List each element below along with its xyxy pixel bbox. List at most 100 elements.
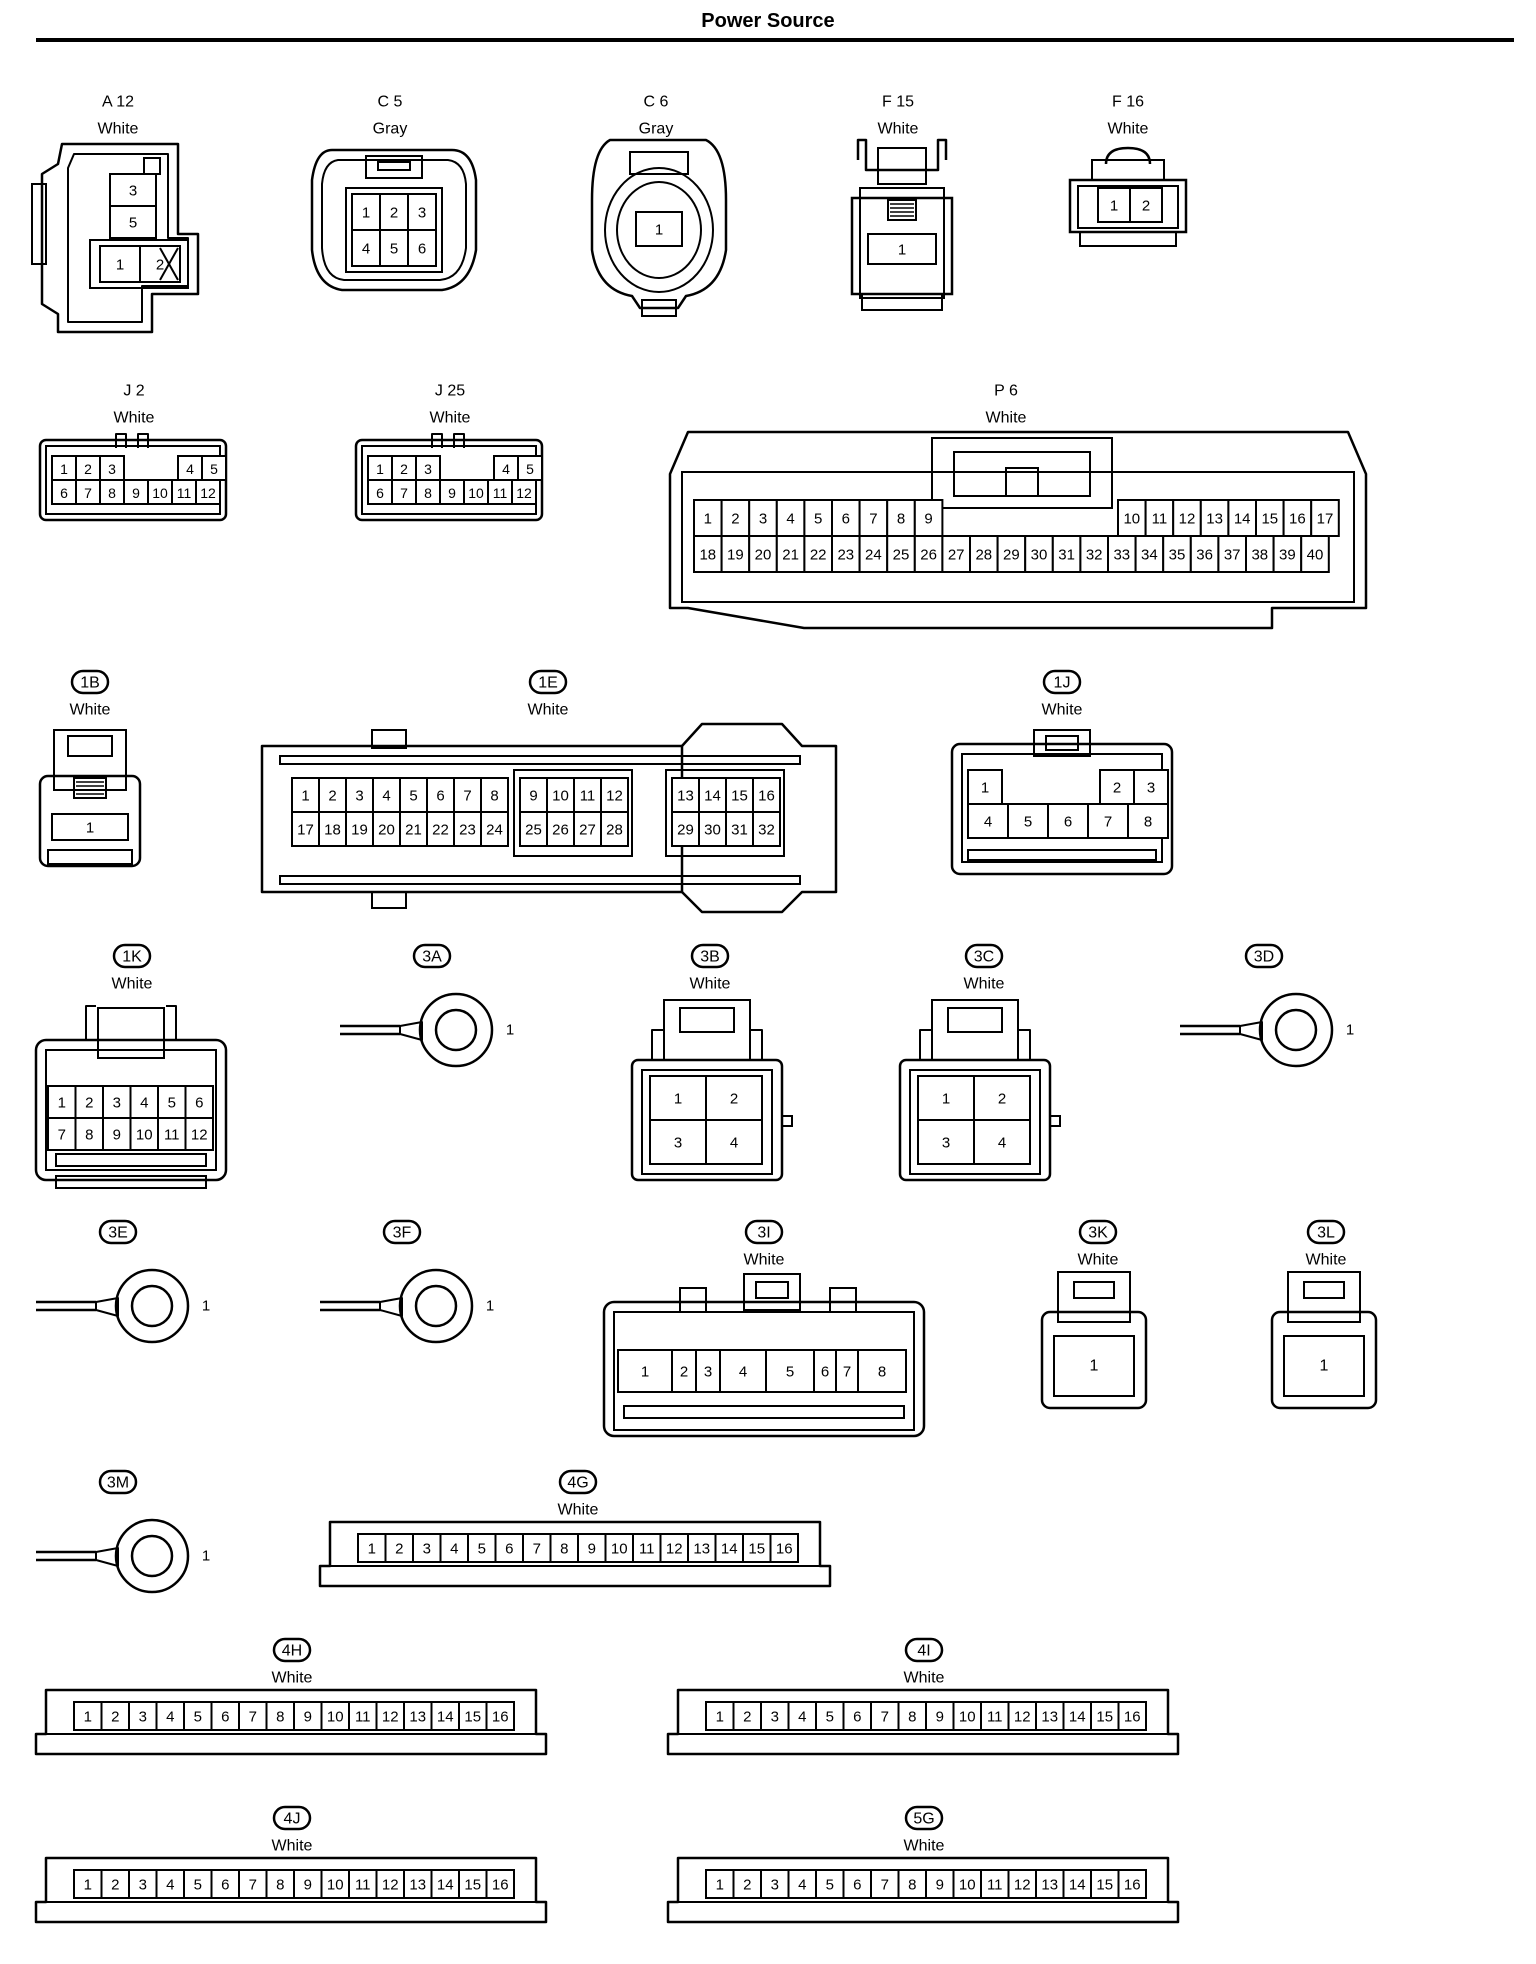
- pin-number: 30: [704, 822, 721, 839]
- pin-number: 6: [436, 788, 444, 805]
- connector-color: White: [964, 976, 1005, 993]
- pin-number: 6: [195, 1095, 203, 1112]
- housing-outline: [1040, 1310, 1148, 1410]
- pin-cell: [375, 1869, 405, 1899]
- pin-number: 8: [878, 1364, 886, 1381]
- pin-number: 6: [1064, 814, 1072, 831]
- housing-outline: [1005, 467, 1039, 497]
- ring-terminal: [398, 1268, 474, 1344]
- connector-code-badge: [272, 1637, 312, 1663]
- pin-number: 28: [606, 822, 623, 839]
- pin-number: 24: [486, 822, 503, 839]
- housing-outline: [668, 430, 1368, 630]
- pin-cell: [467, 1533, 497, 1563]
- connector-code: F 16: [1112, 94, 1144, 111]
- pin-cell: [99, 245, 141, 283]
- connector-color: White: [114, 410, 155, 427]
- pin-number: 14: [721, 1541, 738, 1558]
- connector-code: 1J: [1054, 675, 1071, 692]
- pin-number: 31: [1058, 547, 1075, 564]
- pin-number: 5: [210, 461, 218, 477]
- housing-outline: [651, 1029, 664, 1060]
- pin-number: 1: [981, 780, 989, 797]
- pin-number: 1: [84, 1709, 92, 1726]
- pin-number: 12: [666, 1541, 683, 1558]
- pin-number: 1: [716, 1877, 724, 1894]
- pin-cell: [917, 1119, 975, 1165]
- pin-number: 12: [516, 485, 532, 501]
- pin-cell: [787, 1701, 817, 1731]
- pin-number: 11: [355, 1877, 371, 1894]
- pin-number: 5: [786, 1364, 794, 1381]
- connector-code: 3L: [1317, 1225, 1335, 1242]
- pin-number: 4: [450, 1541, 458, 1558]
- pin-number: 25: [525, 822, 542, 839]
- pin-cell: [917, 1075, 975, 1121]
- pin-cell: [399, 811, 428, 847]
- pin-number: 9: [132, 485, 140, 501]
- pin-cell: [102, 1117, 132, 1151]
- pin-number: 1: [486, 1298, 494, 1315]
- housing-outline: [743, 1273, 801, 1311]
- pin-number: 5: [168, 1095, 176, 1112]
- housing-outline: [310, 148, 478, 292]
- housing-outline: [55, 1153, 207, 1167]
- pin-number: 13: [1041, 1877, 1058, 1894]
- housing-outline: [379, 1297, 403, 1317]
- pin-cell: [635, 211, 683, 247]
- pin-number: 7: [881, 1877, 889, 1894]
- pin-cell: [1107, 535, 1137, 573]
- pin-number: 24: [865, 547, 882, 564]
- pin-number: 12: [191, 1127, 208, 1144]
- pin-number: 6: [376, 485, 384, 501]
- pin-number: 4: [798, 1877, 806, 1894]
- pin-cell: [573, 811, 602, 847]
- housing-outline: [681, 471, 1355, 603]
- housing-outline: [604, 167, 714, 293]
- pin-cell: [157, 1085, 187, 1119]
- pin-cell: [831, 499, 861, 537]
- pin-cell: [803, 535, 834, 573]
- pin-number: 1: [942, 1091, 950, 1108]
- ring-terminal: [1258, 992, 1334, 1068]
- housing-outline: [85, 1005, 96, 1040]
- pin-number: 16: [492, 1709, 509, 1726]
- pin-number: 5: [826, 1877, 834, 1894]
- housing-outline: [137, 433, 149, 448]
- pin-cell: [480, 777, 509, 813]
- pin-cell: [1007, 1869, 1037, 1899]
- housing-outline: [143, 157, 161, 175]
- connector-color: White: [272, 1670, 313, 1687]
- pin-number: 4: [984, 814, 992, 831]
- pin-cell: [941, 535, 972, 573]
- pin-cell: [967, 803, 1009, 839]
- pin-number: 18: [324, 822, 341, 839]
- pin-number: 19: [727, 547, 744, 564]
- pin-number: 39: [1279, 547, 1296, 564]
- pin-cell: [659, 1533, 689, 1563]
- pin-number: 10: [468, 485, 484, 501]
- pin-cell: [430, 1869, 460, 1899]
- ring-hole: [1274, 1008, 1318, 1052]
- pin-number: 16: [758, 788, 775, 805]
- pin-cell: [195, 479, 221, 505]
- connector-code: 3F: [393, 1225, 412, 1242]
- pin-number: 8: [490, 788, 498, 805]
- pin-number: 2: [156, 257, 164, 274]
- pin-cell: [372, 811, 401, 847]
- connector-color: White: [528, 702, 569, 719]
- pin-cell: [973, 1119, 1031, 1165]
- housing-outline: [616, 181, 702, 279]
- housing-outline: [345, 187, 443, 273]
- pin-cell: [511, 479, 537, 505]
- pin-number: 3: [424, 461, 432, 477]
- pin-number: 8: [108, 485, 116, 501]
- pin-cell: [345, 811, 374, 847]
- pin-number: 3: [129, 183, 137, 200]
